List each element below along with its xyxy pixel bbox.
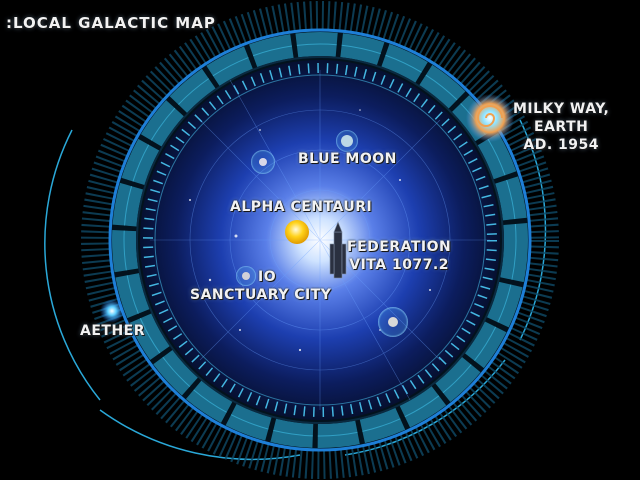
energy-orb-icon bbox=[100, 299, 124, 323]
location-federation[interactable]: FEDERATION VITA 1077.2 bbox=[347, 238, 451, 274]
location-name: FEDERATION bbox=[347, 239, 452, 255]
location-date: AD. 1954 bbox=[523, 137, 599, 153]
location-name: MILKY WAY, bbox=[513, 101, 610, 117]
page-title: :LOCAL GALACTIC MAP bbox=[6, 14, 216, 32]
small-planet-icon bbox=[251, 150, 275, 174]
location-name: ALPHA CENTAURI bbox=[230, 199, 373, 215]
location-subname: SANCTUARY CITY bbox=[190, 287, 332, 303]
moon-icon bbox=[336, 130, 358, 152]
location-milky-way[interactable]: MILKY WAY, EARTH AD. 1954 bbox=[513, 100, 609, 154]
spiral-galaxy-icon bbox=[466, 94, 514, 142]
location-alpha-centauri[interactable]: ALPHA CENTAURI bbox=[230, 198, 372, 216]
location-io[interactable]: IO SANCTUARY CITY bbox=[190, 268, 331, 304]
location-subname: EARTH bbox=[534, 119, 589, 135]
location-name: BLUE MOON bbox=[298, 151, 397, 167]
location-name: IO bbox=[258, 269, 277, 285]
spaceship-icon bbox=[329, 221, 347, 279]
location-name: AETHER bbox=[80, 323, 146, 339]
sun-icon bbox=[285, 220, 309, 244]
location-subname: VITA 1077.2 bbox=[349, 257, 449, 273]
planet-icon bbox=[378, 307, 408, 337]
location-aether[interactable]: AETHER bbox=[80, 322, 145, 340]
location-blue-moon[interactable]: BLUE MOON bbox=[298, 150, 397, 168]
planet-icon bbox=[236, 266, 256, 286]
